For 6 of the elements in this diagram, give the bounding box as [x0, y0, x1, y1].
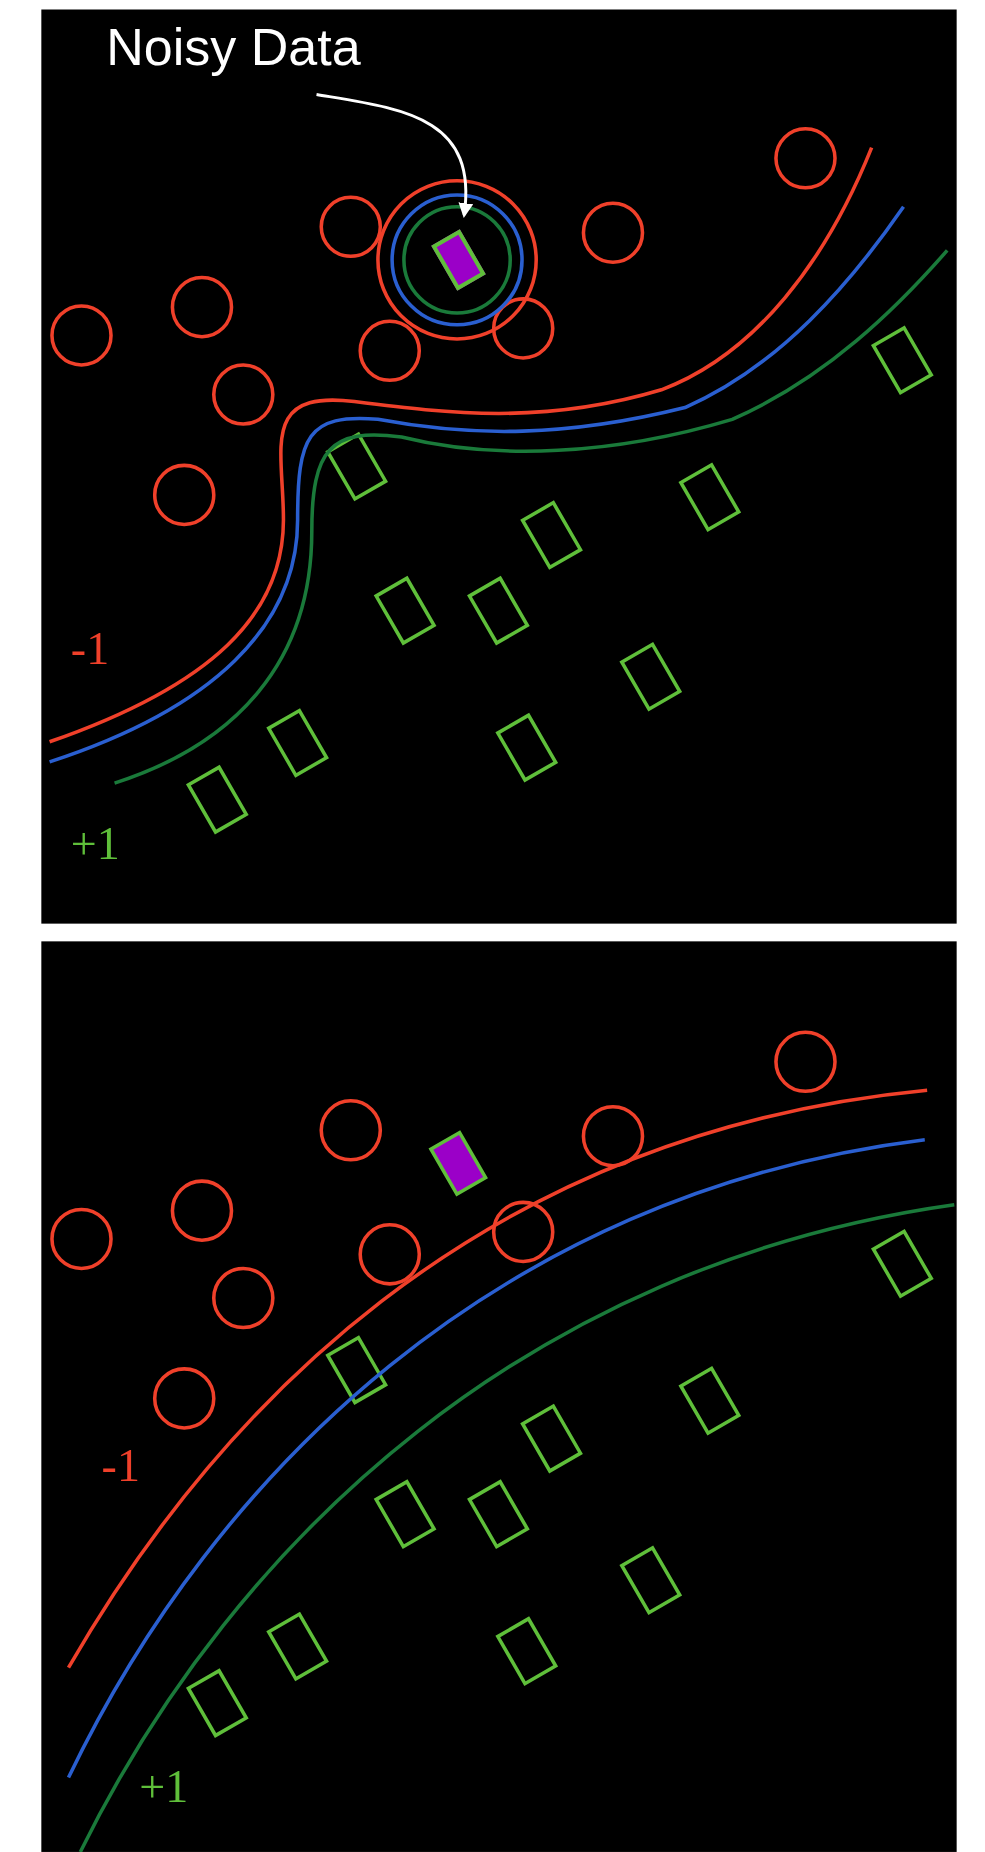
- class-label: +1: [70, 820, 120, 867]
- class-label: +1: [139, 1764, 189, 1811]
- class-label: -1: [101, 1443, 140, 1490]
- class-label: -1: [70, 625, 110, 672]
- annotation-text: Noisy Data: [106, 21, 361, 74]
- leader-arrow: [316, 93, 473, 218]
